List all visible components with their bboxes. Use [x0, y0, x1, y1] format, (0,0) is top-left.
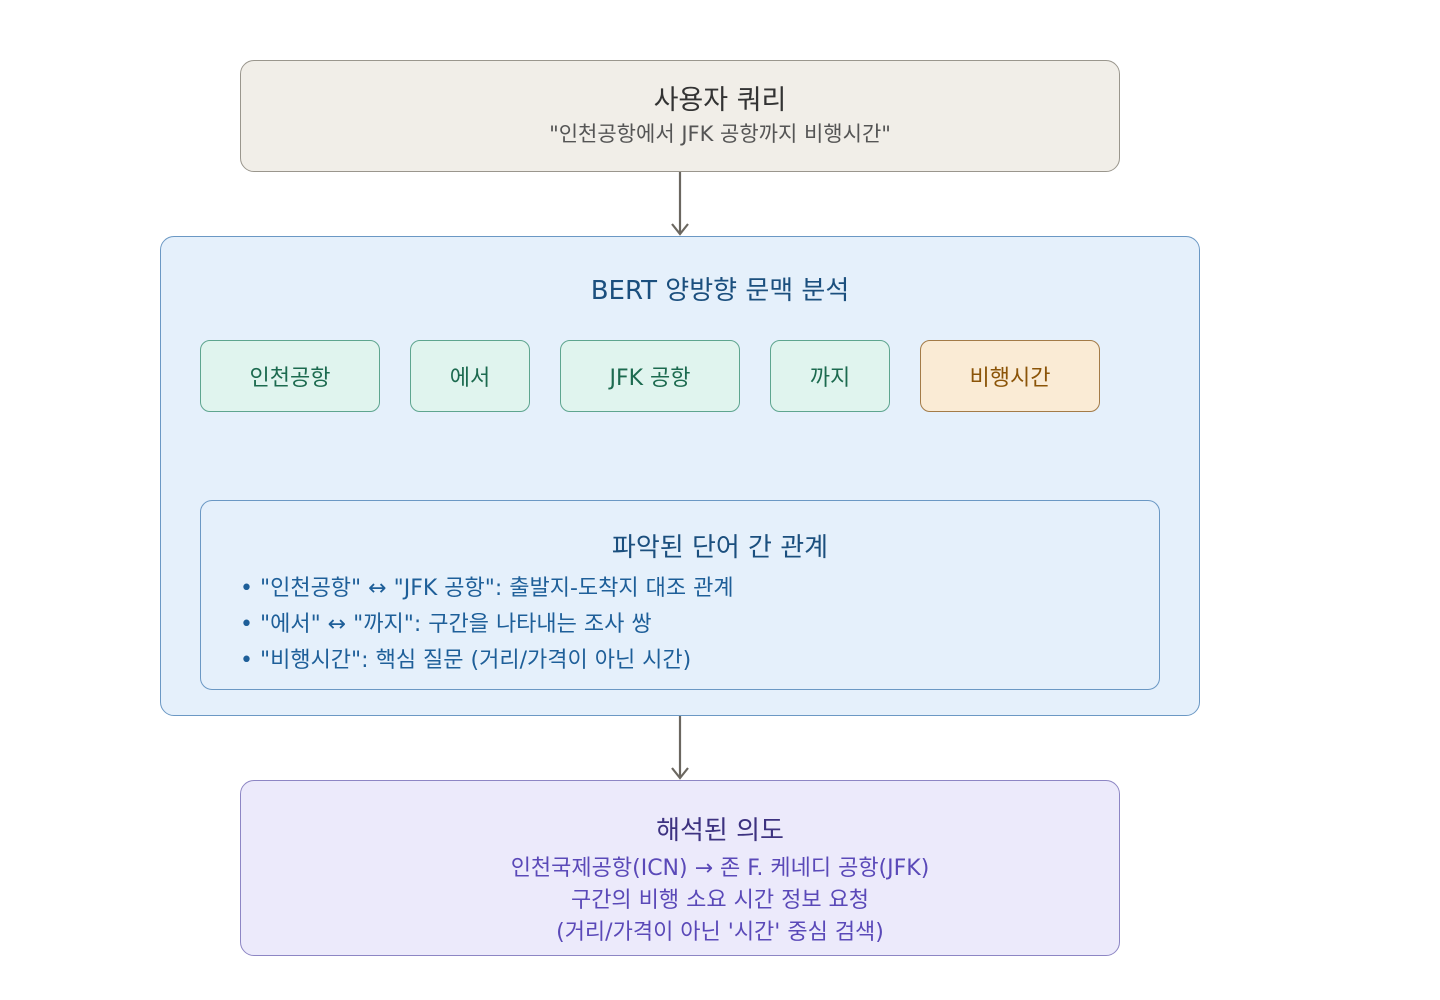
user-query-box: [240, 60, 1120, 172]
token-kkaji: 까지: [770, 340, 890, 412]
token-flight-time: 비행시간: [920, 340, 1100, 412]
token-label: JFK 공항: [609, 366, 691, 391]
token-eseo: 에서: [410, 340, 530, 412]
token-jfk-airport: JFK 공항: [560, 340, 740, 412]
token-label: 인천공항: [249, 366, 331, 391]
intent-line: (거리/가격이 아닌 '시간' 중심 검색): [556, 920, 884, 945]
user-query-text: "인천공항에서 JFK 공항까지 비행시간": [549, 122, 891, 146]
word-relations-title: 파악된 단어 간 관계: [611, 533, 829, 563]
interpreted-intent-title: 해석된 의도: [656, 816, 784, 846]
connector-bert-to-intent-head: [671, 767, 689, 780]
intent-line: 인천국제공항(ICN) → 존 F. 케네디 공항(JFK): [510, 856, 930, 881]
token-incheon-airport: 인천공항: [200, 340, 380, 412]
word-relations-box: [200, 500, 1160, 690]
intent-line: 구간의 비행 소요 시간 정보 요청: [570, 888, 870, 913]
token-label: 비행시간: [969, 366, 1051, 391]
token-label: 에서: [449, 366, 491, 391]
interpreted-intent-box: [240, 780, 1120, 956]
relation-item: • "에서" ↔ "까지": 구간을 나타내는 조사 쌍: [240, 612, 652, 637]
connector-query-to-bert-head: [671, 223, 689, 236]
token-label: 까지: [809, 366, 851, 391]
user-query-title: 사용자 쿼리: [653, 85, 787, 116]
relation-item: • "인천공항" ↔ "JFK 공항": 출발지-도착지 대조 관계: [240, 576, 734, 601]
relation-item: • "비행시간": 핵심 질문 (거리/가격이 아닌 시간): [240, 648, 692, 673]
bert-analysis-title: BERT 양방향 문맥 분석: [590, 276, 850, 306]
